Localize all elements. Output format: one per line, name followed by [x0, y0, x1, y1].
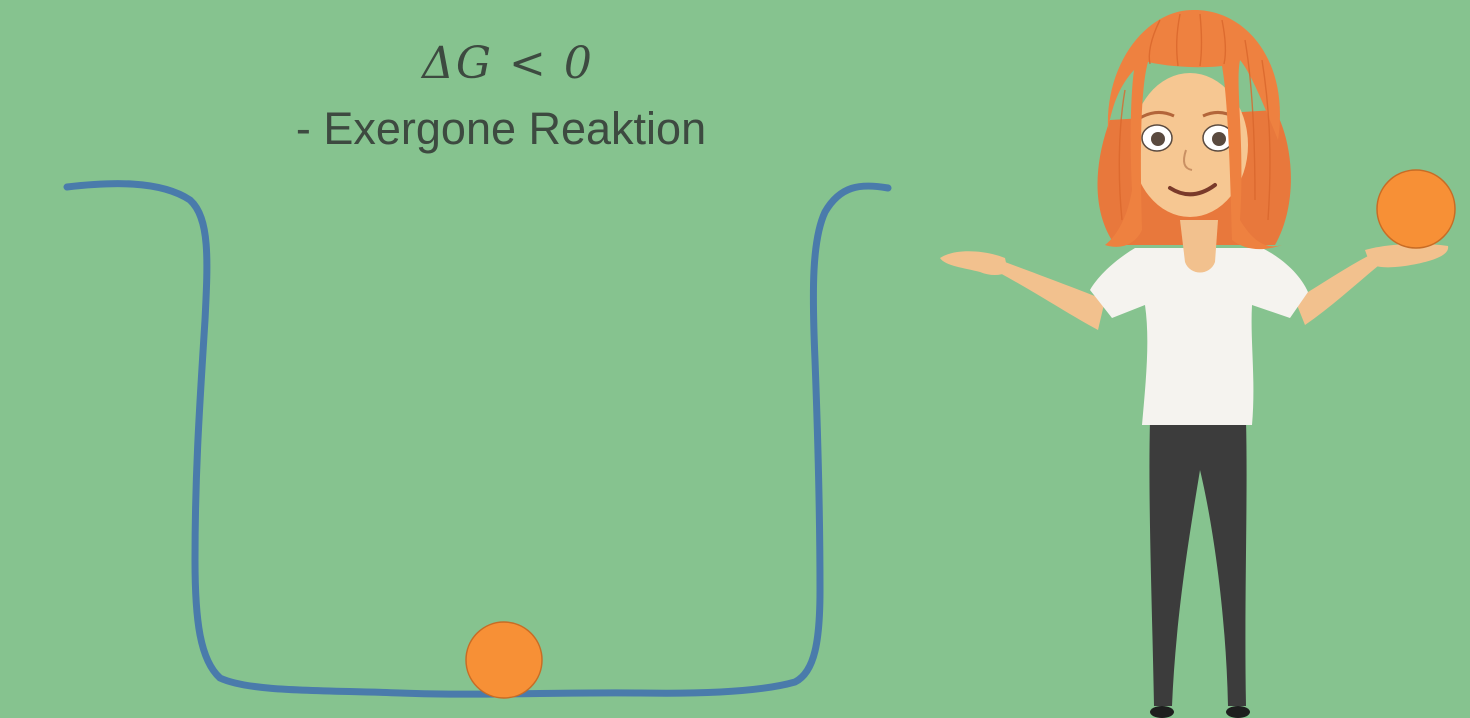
shirt [1090, 248, 1308, 425]
hair-strands [1118, 13, 1271, 221]
left-arm [998, 262, 1105, 330]
shoe-left [1150, 706, 1174, 718]
face [1132, 73, 1248, 217]
eyebrow-left [1139, 111, 1175, 120]
pupil-right [1212, 132, 1226, 146]
right-hand [1365, 243, 1449, 268]
delta-g-formula: ΔG < 0 [422, 38, 594, 89]
held-ball-icon [1376, 169, 1456, 249]
reaction-type-label: - Exergone Reaktion [295, 103, 707, 154]
ball-icon [465, 621, 543, 699]
pupil-left [1151, 132, 1165, 146]
nose [1183, 149, 1193, 171]
right-arm [1295, 255, 1378, 325]
shoe-right [1226, 706, 1250, 718]
neck [1180, 220, 1218, 273]
hair-front [1105, 9, 1282, 250]
legs [1149, 420, 1247, 706]
mouth [1168, 183, 1217, 197]
left-hand [940, 251, 1008, 275]
